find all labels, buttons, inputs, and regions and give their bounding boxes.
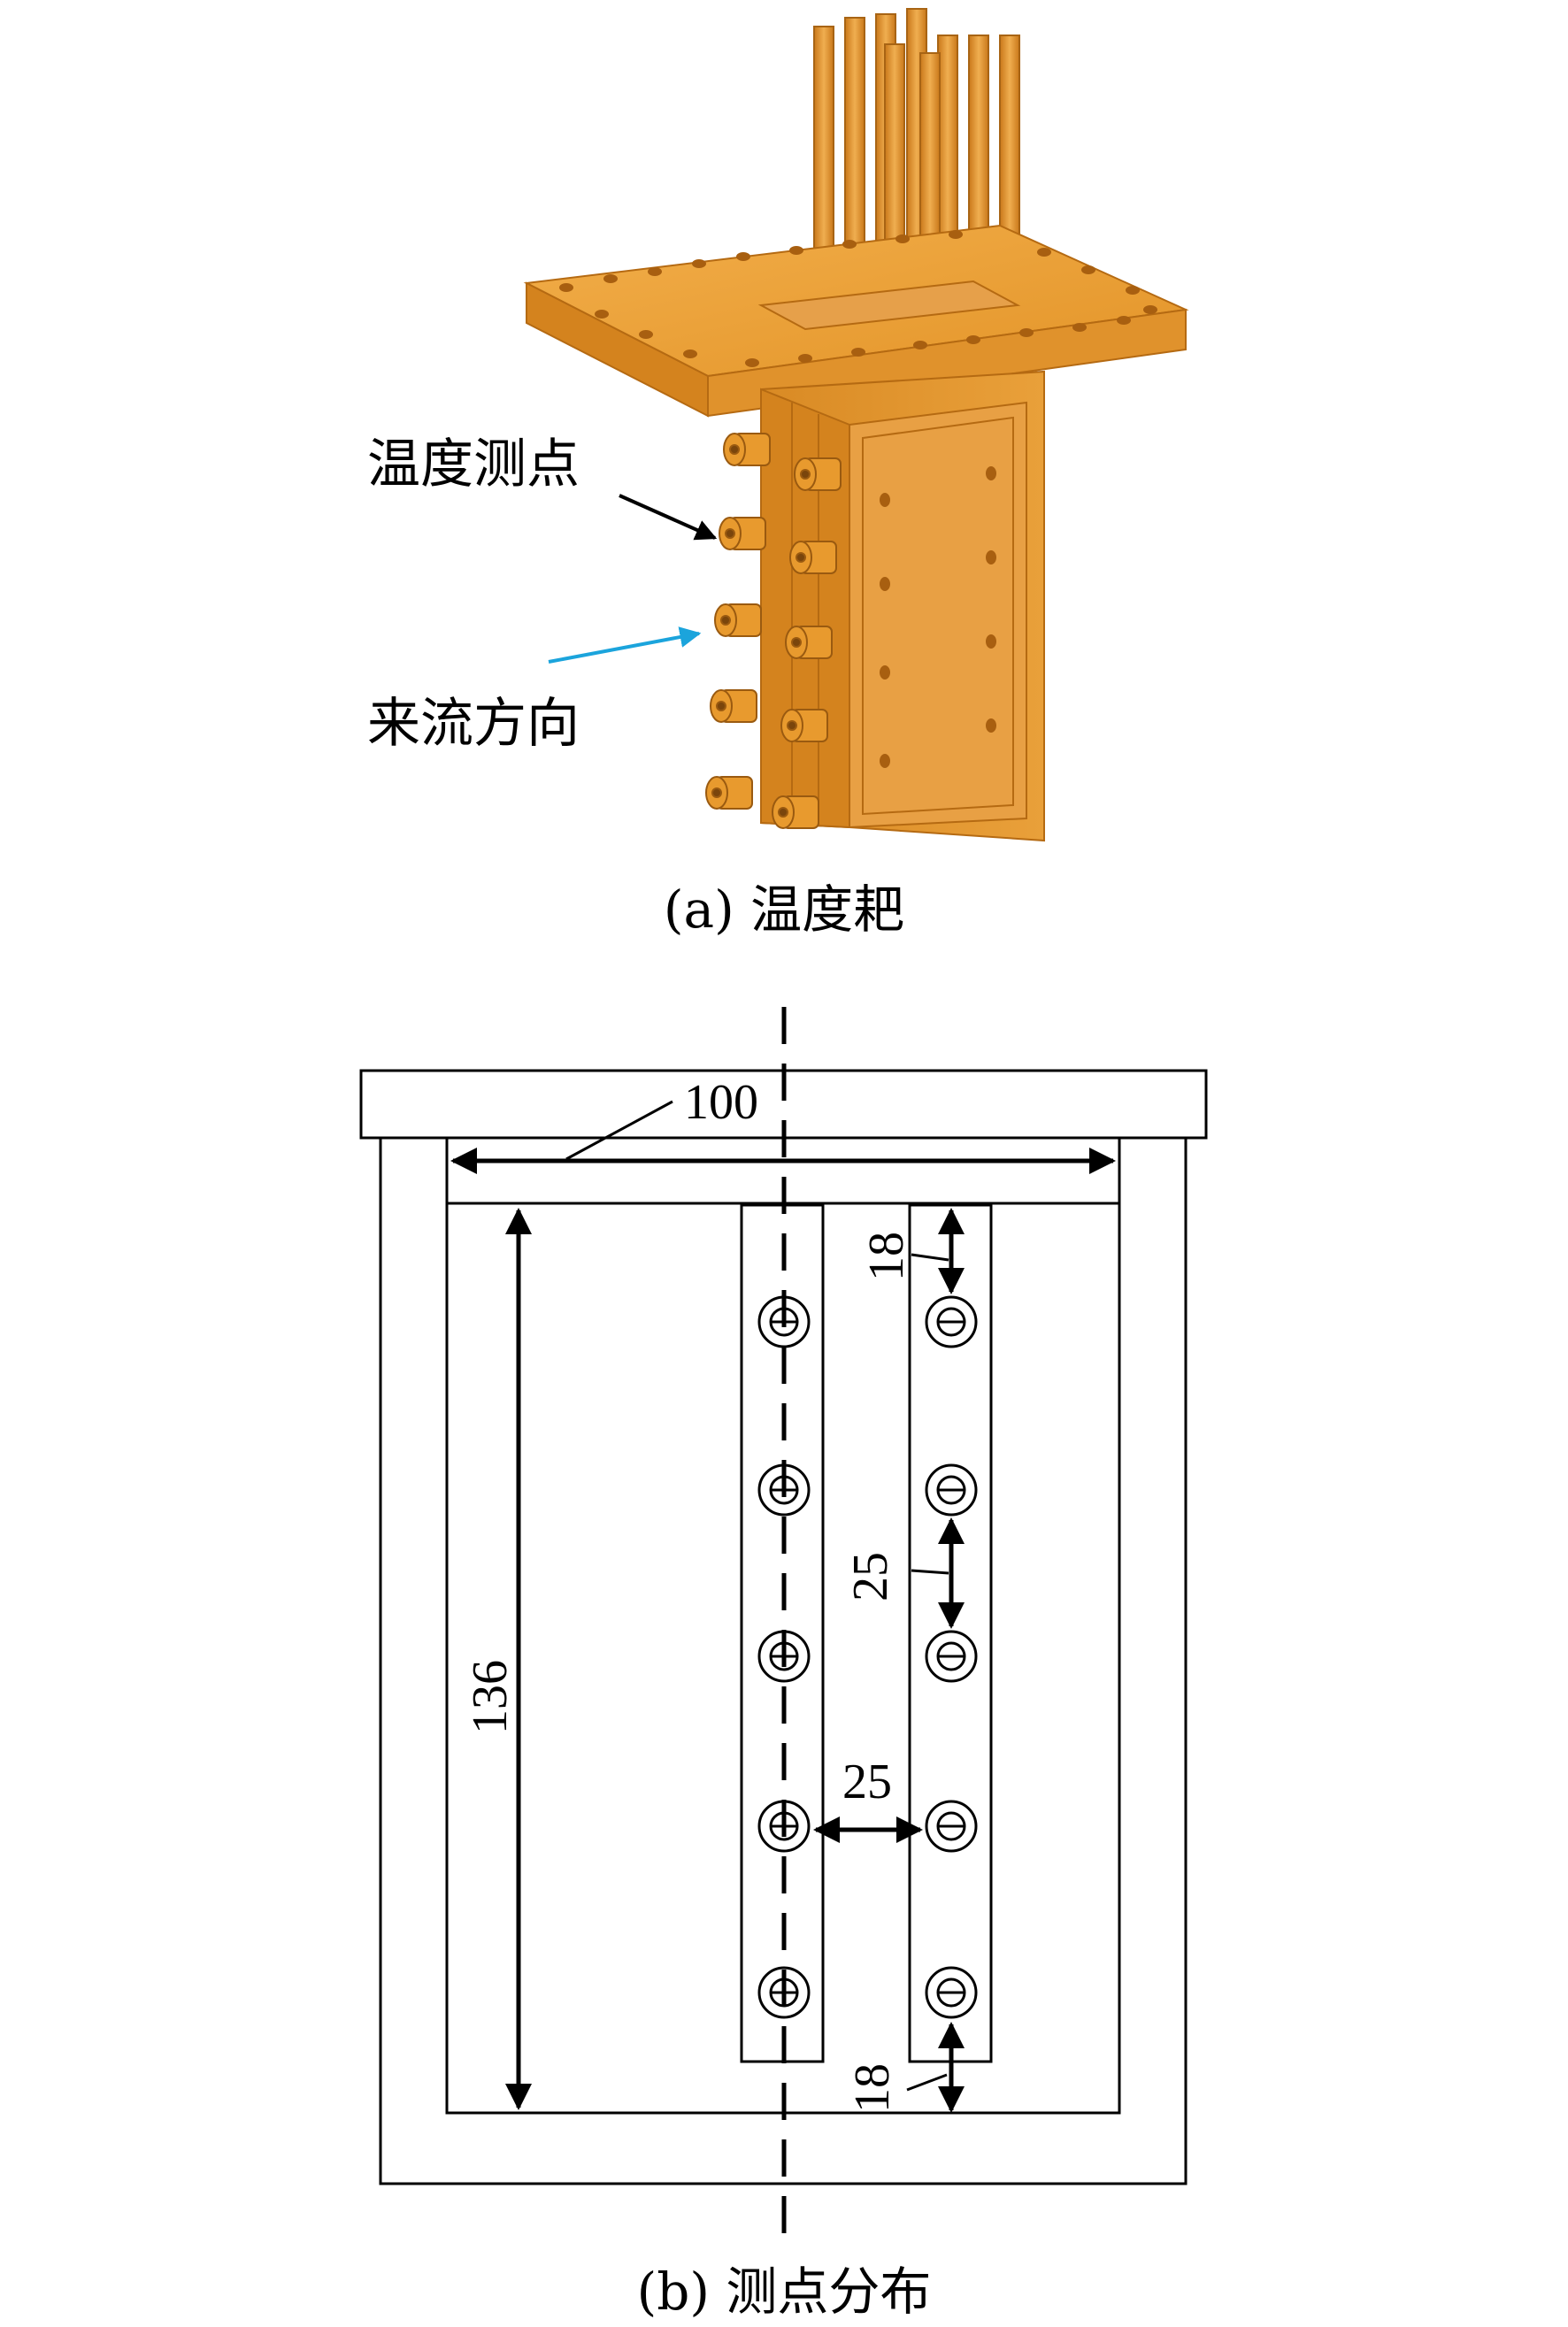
label-flow-direction: 来流方向 bbox=[367, 693, 580, 755]
measure-point bbox=[757, 1800, 811, 1853]
measure-point bbox=[757, 1630, 811, 1683]
nozzle bbox=[772, 795, 819, 829]
nozzle bbox=[710, 689, 757, 723]
dim-height-text: 136 bbox=[463, 1660, 518, 1734]
measure-point bbox=[925, 1800, 978, 1853]
measure-point bbox=[925, 1295, 978, 1348]
probe-column-right bbox=[908, 1203, 993, 2063]
label-measure-point: 温度测点 bbox=[367, 434, 580, 495]
dim-point-spacing-text: 25 bbox=[843, 1552, 898, 1601]
nozzle bbox=[723, 433, 771, 466]
leader-bottom-18 bbox=[906, 2073, 948, 2092]
measure-point bbox=[757, 1966, 811, 2019]
nozzle bbox=[780, 709, 828, 742]
measure-points bbox=[757, 1295, 978, 2019]
measure-nozzles bbox=[705, 433, 842, 829]
measure-point-arrow bbox=[619, 494, 718, 541]
leader-100 bbox=[565, 1100, 673, 1161]
nozzle bbox=[789, 541, 837, 574]
measure-point bbox=[925, 1463, 978, 1517]
dim-width-text: 100 bbox=[684, 1075, 758, 1130]
leader-spacing-25 bbox=[911, 1569, 949, 1575]
rake-body bbox=[760, 370, 1045, 842]
nozzle bbox=[714, 603, 762, 637]
caption-b: (b) 测点分布 bbox=[637, 2262, 932, 2322]
flow-direction-arrow bbox=[548, 626, 702, 664]
measure-point bbox=[925, 1630, 978, 1683]
nozzle bbox=[785, 626, 833, 659]
dim-column-spacing-text: 25 bbox=[842, 1755, 892, 1809]
measure-point bbox=[757, 1463, 811, 1517]
leader-top-18 bbox=[911, 1253, 949, 1262]
dim-top-offset-text: 18 bbox=[859, 1232, 914, 1281]
caption-a: (a) 温度耙 bbox=[664, 879, 904, 940]
dim-bottom-offset-text: 18 bbox=[845, 2063, 900, 2113]
nozzle bbox=[705, 776, 753, 810]
rake-3d-model bbox=[523, 8, 1189, 842]
nozzle bbox=[719, 517, 766, 550]
nozzle bbox=[794, 457, 842, 491]
measure-point bbox=[757, 1295, 811, 1348]
measure-point bbox=[925, 1966, 978, 2019]
